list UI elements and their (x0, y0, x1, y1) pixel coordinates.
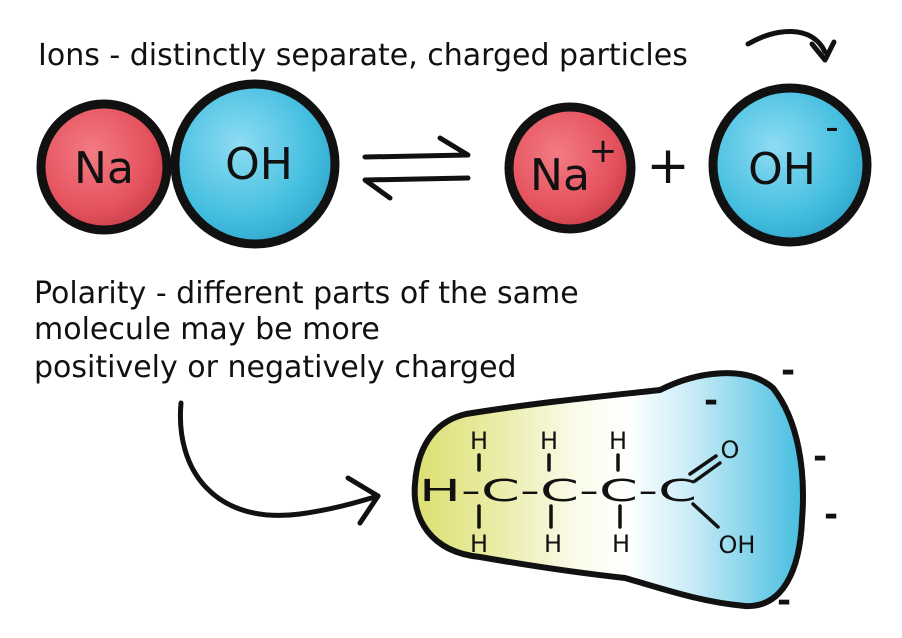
hydroxide-label: OH (225, 139, 293, 190)
charge-mark: - (777, 581, 791, 621)
sodium-label: Na (74, 143, 134, 194)
curved-arrow-icon (745, 29, 837, 63)
hydroxide-ion: OH - (708, 83, 872, 247)
charge-mark: - (824, 495, 838, 535)
polarity-text-line: Polarity - different parts of the same (34, 276, 579, 311)
hydroxyl-group: OH (719, 531, 756, 559)
structural-backbone: H-C-C-C-C (419, 474, 697, 509)
plus-sign: + (646, 136, 690, 196)
polarity-region (411, 370, 806, 610)
hydrogen-bottom-1: H (470, 530, 488, 558)
hydroxide-group (170, 79, 340, 249)
hydrogen-top-2: H (540, 427, 558, 455)
equilibrium-arrow-icon (362, 135, 471, 201)
pointer-arrow-icon (177, 400, 381, 526)
charge-mark: - (781, 351, 795, 391)
bond-lines (477, 453, 722, 529)
polar-molecule: H-C-C-C-C H H H H H H O OH (411, 370, 806, 610)
polarity-text-line: positively or negatively charged (34, 350, 517, 385)
naoh-molecule: Na OH (36, 79, 340, 249)
positive-charge: + (589, 131, 618, 171)
sodium-ion: Na + (504, 102, 636, 234)
charge-mark: - (704, 381, 718, 421)
oxygen-atom: O (721, 436, 740, 464)
polarity-text-line: molecule may be more (34, 312, 380, 347)
sodium-ion-circle (504, 102, 636, 234)
ions-heading: Ions - distinctly separate, charged part… (38, 38, 688, 73)
negative-charge-marks: - - - - - (704, 351, 838, 621)
hydrogen-top-3: H (609, 427, 627, 455)
hydrogen-bottom-3: H (612, 530, 630, 558)
negative-charge: - (825, 105, 839, 149)
hydroxide-ion-circle (708, 83, 872, 247)
charge-mark: - (813, 437, 827, 477)
hydrogen-top-1: H (470, 427, 488, 455)
sodium-ion-label: Na (530, 150, 590, 201)
hydrogen-bottom-2: H (544, 530, 562, 558)
hydroxide-ion-label: OH (748, 144, 816, 195)
sodium-atom (36, 99, 172, 235)
